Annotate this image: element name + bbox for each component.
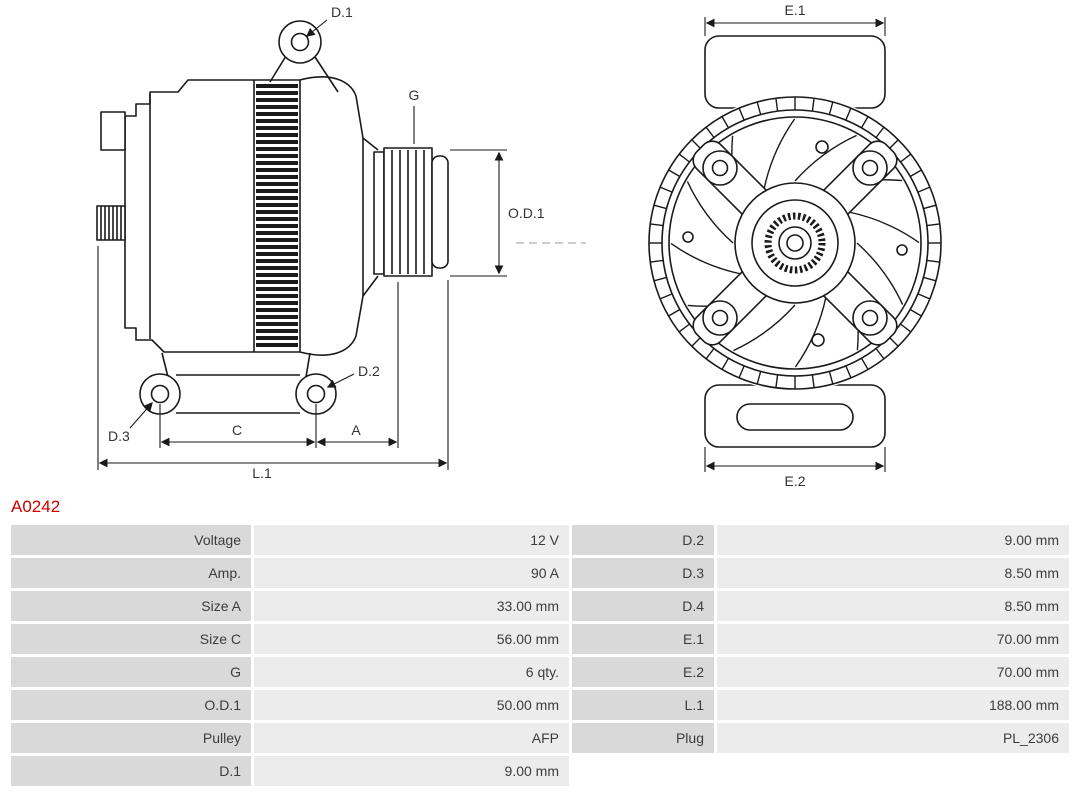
spec-value: 70.00 mm bbox=[717, 624, 1069, 654]
dim-c bbox=[159, 404, 317, 448]
spec-value: PL_2306 bbox=[717, 723, 1069, 753]
table-row: Amp. 90 A D.3 8.50 mm bbox=[11, 558, 1069, 588]
spec-label: Size C bbox=[11, 624, 251, 654]
table-row: G 6 qty. E.2 70.00 mm bbox=[11, 657, 1069, 687]
front-view: E.1 E.2 bbox=[647, 2, 943, 489]
table-row: O.D.1 50.00 mm L.1 188.00 mm bbox=[11, 690, 1069, 720]
stator-section bbox=[253, 79, 301, 353]
spec-value: 70.00 mm bbox=[717, 657, 1069, 687]
spec-value: 56.00 mm bbox=[254, 624, 569, 654]
label-d3: D.3 bbox=[108, 428, 130, 444]
stator-fins bbox=[256, 84, 298, 347]
pulley bbox=[373, 147, 449, 277]
dim-d1 bbox=[305, 19, 328, 37]
front-housing bbox=[299, 76, 379, 356]
spec-value: 9.00 mm bbox=[254, 756, 569, 786]
label-d1: D.1 bbox=[331, 4, 353, 20]
label-e2: E.2 bbox=[784, 473, 805, 489]
spec-value: 188.00 mm bbox=[717, 690, 1069, 720]
terminal-block bbox=[100, 111, 126, 151]
label-c: C bbox=[232, 422, 242, 438]
label-d2: D.2 bbox=[358, 363, 380, 379]
spec-label: E.1 bbox=[572, 624, 714, 654]
dim-e1 bbox=[704, 17, 886, 36]
dim-e2 bbox=[704, 447, 886, 472]
label-g: G bbox=[409, 87, 420, 103]
table-row: Pulley AFP Plug PL_2306 bbox=[11, 723, 1069, 753]
mounting-foot bbox=[139, 352, 337, 415]
spec-value: 33.00 mm bbox=[254, 591, 569, 621]
spec-label: D.4 bbox=[572, 591, 714, 621]
hub bbox=[734, 182, 856, 304]
table-row: Size C 56.00 mm E.1 70.00 mm bbox=[11, 624, 1069, 654]
table-row: Size A 33.00 mm D.4 8.50 mm bbox=[11, 591, 1069, 621]
spec-value: 8.50 mm bbox=[717, 591, 1069, 621]
label-l1: L.1 bbox=[252, 465, 272, 481]
dim-od1 bbox=[450, 149, 507, 277]
bracket-slot bbox=[736, 403, 854, 431]
spec-label: Size A bbox=[11, 591, 251, 621]
technical-drawing: D.1 G O.D.1 D.2 D.3 C A L.1 bbox=[96, 2, 943, 489]
rear-housing bbox=[124, 79, 254, 353]
spec-value: 50.00 mm bbox=[254, 690, 569, 720]
spec-value: 8.50 mm bbox=[717, 558, 1069, 588]
spec-value: 12 V bbox=[254, 525, 569, 555]
label-od1: O.D.1 bbox=[508, 205, 545, 221]
spec-label: Plug bbox=[572, 723, 714, 753]
spec-label: D.1 bbox=[11, 756, 251, 786]
spec-value bbox=[717, 756, 1069, 786]
spec-label: Voltage bbox=[11, 525, 251, 555]
side-view: D.1 G O.D.1 D.2 D.3 C A L.1 bbox=[96, 4, 545, 481]
fin-ring-ticks bbox=[649, 97, 941, 389]
vent-holes bbox=[682, 140, 908, 347]
table-row: D.1 9.00 mm bbox=[11, 756, 1069, 786]
housing-edge bbox=[668, 116, 922, 370]
spec-table: Voltage 12 V D.2 9.00 mm Amp. 90 A D.3 8… bbox=[0, 525, 1080, 786]
spec-label: Amp. bbox=[11, 558, 251, 588]
dim-d2 bbox=[326, 373, 355, 388]
spec-label: D.3 bbox=[572, 558, 714, 588]
spec-value: AFP bbox=[254, 723, 569, 753]
spec-label: Pulley bbox=[11, 723, 251, 753]
spec-label bbox=[572, 756, 714, 786]
label-a: A bbox=[351, 422, 361, 438]
dim-d3 bbox=[129, 402, 153, 429]
dim-a bbox=[316, 282, 399, 448]
spec-label: E.2 bbox=[572, 657, 714, 687]
spec-label: L.1 bbox=[572, 690, 714, 720]
spec-label: O.D.1 bbox=[11, 690, 251, 720]
table-row: Voltage 12 V D.2 9.00 mm bbox=[11, 525, 1069, 555]
spec-value: 6 qty. bbox=[254, 657, 569, 687]
spec-label: G bbox=[11, 657, 251, 687]
spec-value: 90 A bbox=[254, 558, 569, 588]
label-e1: E.1 bbox=[784, 2, 805, 18]
spec-value: 9.00 mm bbox=[717, 525, 1069, 555]
spec-label: D.2 bbox=[572, 525, 714, 555]
threaded-terminal bbox=[96, 205, 126, 241]
bolt-bosses bbox=[702, 150, 888, 336]
dim-l1 bbox=[97, 246, 449, 470]
part-number: A0242 bbox=[11, 497, 61, 516]
